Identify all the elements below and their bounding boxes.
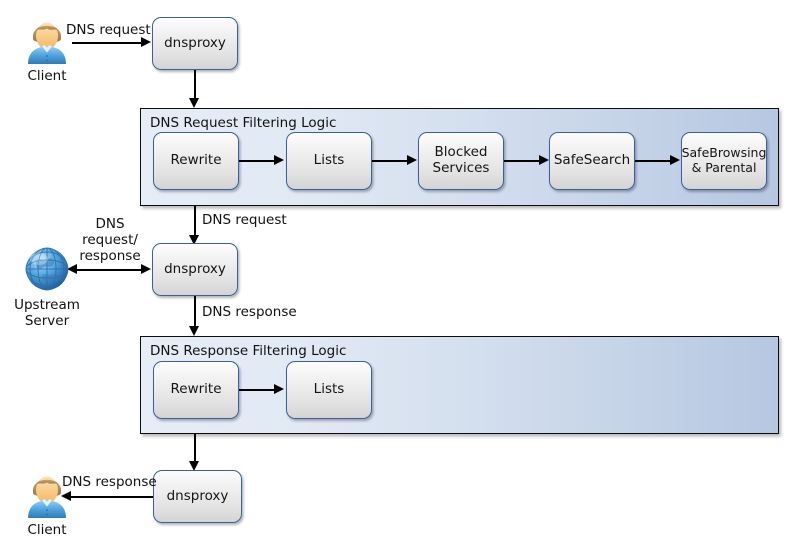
dns-response-filtering-group: DNS Response Filtering Logic — [140, 336, 779, 434]
dnsproxy-middle-label: dnsproxy — [164, 260, 226, 277]
arrowhead-request-logic-to-proxy — [189, 235, 199, 245]
request-stage-rewrite-label: Rewrite — [170, 152, 222, 169]
dnsproxy-bottom-node[interactable]: dnsproxy — [153, 470, 242, 523]
person-icon — [28, 22, 66, 64]
globe-icon — [25, 247, 69, 291]
client-bottom-label: Client — [27, 522, 67, 538]
request-stage-safesearch-label: SafeSearch — [553, 152, 631, 169]
request-stage-safebrowsing-parental-label-1: SafeBrowsing — [681, 145, 767, 161]
arrowhead-blocked-to-safesearch — [539, 155, 549, 165]
request-stage-blocked-services-label-1: Blocked — [434, 144, 488, 161]
arrowhead-client-to-proxy — [141, 37, 151, 47]
connector-response-logic-to-proxy — [194, 434, 196, 463]
request-stage-blocked-services[interactable]: Blocked Services — [418, 132, 504, 190]
request-stage-lists-label: Lists — [313, 152, 345, 169]
edge-label-proxy-to-upstream-line2: request/ — [82, 232, 138, 249]
connector-request-logic-to-proxy — [194, 206, 196, 237]
request-stage-rewrite[interactable]: Rewrite — [153, 132, 239, 190]
arrowhead-lists-to-blocked — [407, 155, 417, 165]
arrowhead-response-rewrite-to-lists — [274, 384, 284, 394]
arrowhead-response-logic-to-proxy — [189, 461, 199, 471]
upstream-server-label-line1: Upstream — [14, 297, 80, 313]
client-top-label: Client — [27, 68, 67, 84]
dnsproxy-bottom-label: dnsproxy — [166, 487, 229, 504]
arrowhead-rewrite-to-lists — [274, 155, 284, 165]
response-stage-rewrite-label: Rewrite — [170, 381, 222, 398]
request-stage-safebrowsing-parental-label-2: & Parental — [691, 160, 757, 175]
dns-request-filtering-title: DNS Request Filtering Logic — [150, 115, 337, 131]
arrowhead-proxy-to-request-logic — [189, 98, 199, 108]
response-stage-rewrite[interactable]: Rewrite — [153, 361, 239, 419]
edge-label-client-to-proxy: DNS request — [66, 22, 151, 38]
arrowhead-safesearch-to-safebrowsing — [670, 155, 680, 165]
connector-proxy-to-request-logic — [194, 70, 196, 100]
connector-proxy-to-response-logic — [194, 296, 196, 328]
connector-upstream-proxy — [76, 269, 146, 271]
dnsproxy-top-node[interactable]: dnsproxy — [152, 17, 238, 70]
request-stage-safebrowsing-parental[interactable]: SafeBrowsing & Parental — [681, 132, 767, 190]
connector-client-to-proxy — [72, 42, 142, 44]
edge-label-proxy-to-response-logic: DNS response — [202, 304, 297, 320]
edge-label-proxy-to-upstream-line1: DNS — [95, 216, 125, 232]
dnsproxy-top-label: dnsproxy — [164, 34, 226, 51]
edge-label-proxy-to-upstream-line3: response — [79, 248, 141, 265]
connector-safesearch-to-safebrowsing — [635, 160, 671, 162]
connector-proxy-to-client — [70, 496, 154, 498]
connector-response-rewrite-to-lists — [239, 389, 275, 391]
upstream-server-label-line2: Server — [24, 313, 70, 330]
arrowhead-to-proxy-middle — [141, 264, 151, 274]
response-stage-lists-label: Lists — [313, 381, 345, 398]
arrowhead-to-upstream — [67, 264, 77, 274]
arrowhead-proxy-to-response-logic — [189, 326, 199, 336]
request-stage-safesearch[interactable]: SafeSearch — [549, 132, 635, 190]
request-stage-lists[interactable]: Lists — [286, 132, 372, 190]
edge-label-proxy-to-client: DNS response — [62, 474, 157, 490]
connector-rewrite-to-lists — [239, 160, 275, 162]
dnsproxy-middle-node[interactable]: dnsproxy — [152, 243, 238, 296]
connector-lists-to-blocked — [372, 160, 408, 162]
request-stage-blocked-services-label-2: Services — [432, 160, 490, 176]
connector-blocked-to-safesearch — [504, 160, 540, 162]
person-icon — [28, 476, 66, 518]
dns-response-filtering-title: DNS Response Filtering Logic — [150, 343, 347, 359]
edge-label-request-logic-to-proxy: DNS request — [202, 212, 287, 228]
response-stage-lists[interactable]: Lists — [286, 361, 372, 419]
arrowhead-proxy-to-client — [61, 491, 71, 501]
